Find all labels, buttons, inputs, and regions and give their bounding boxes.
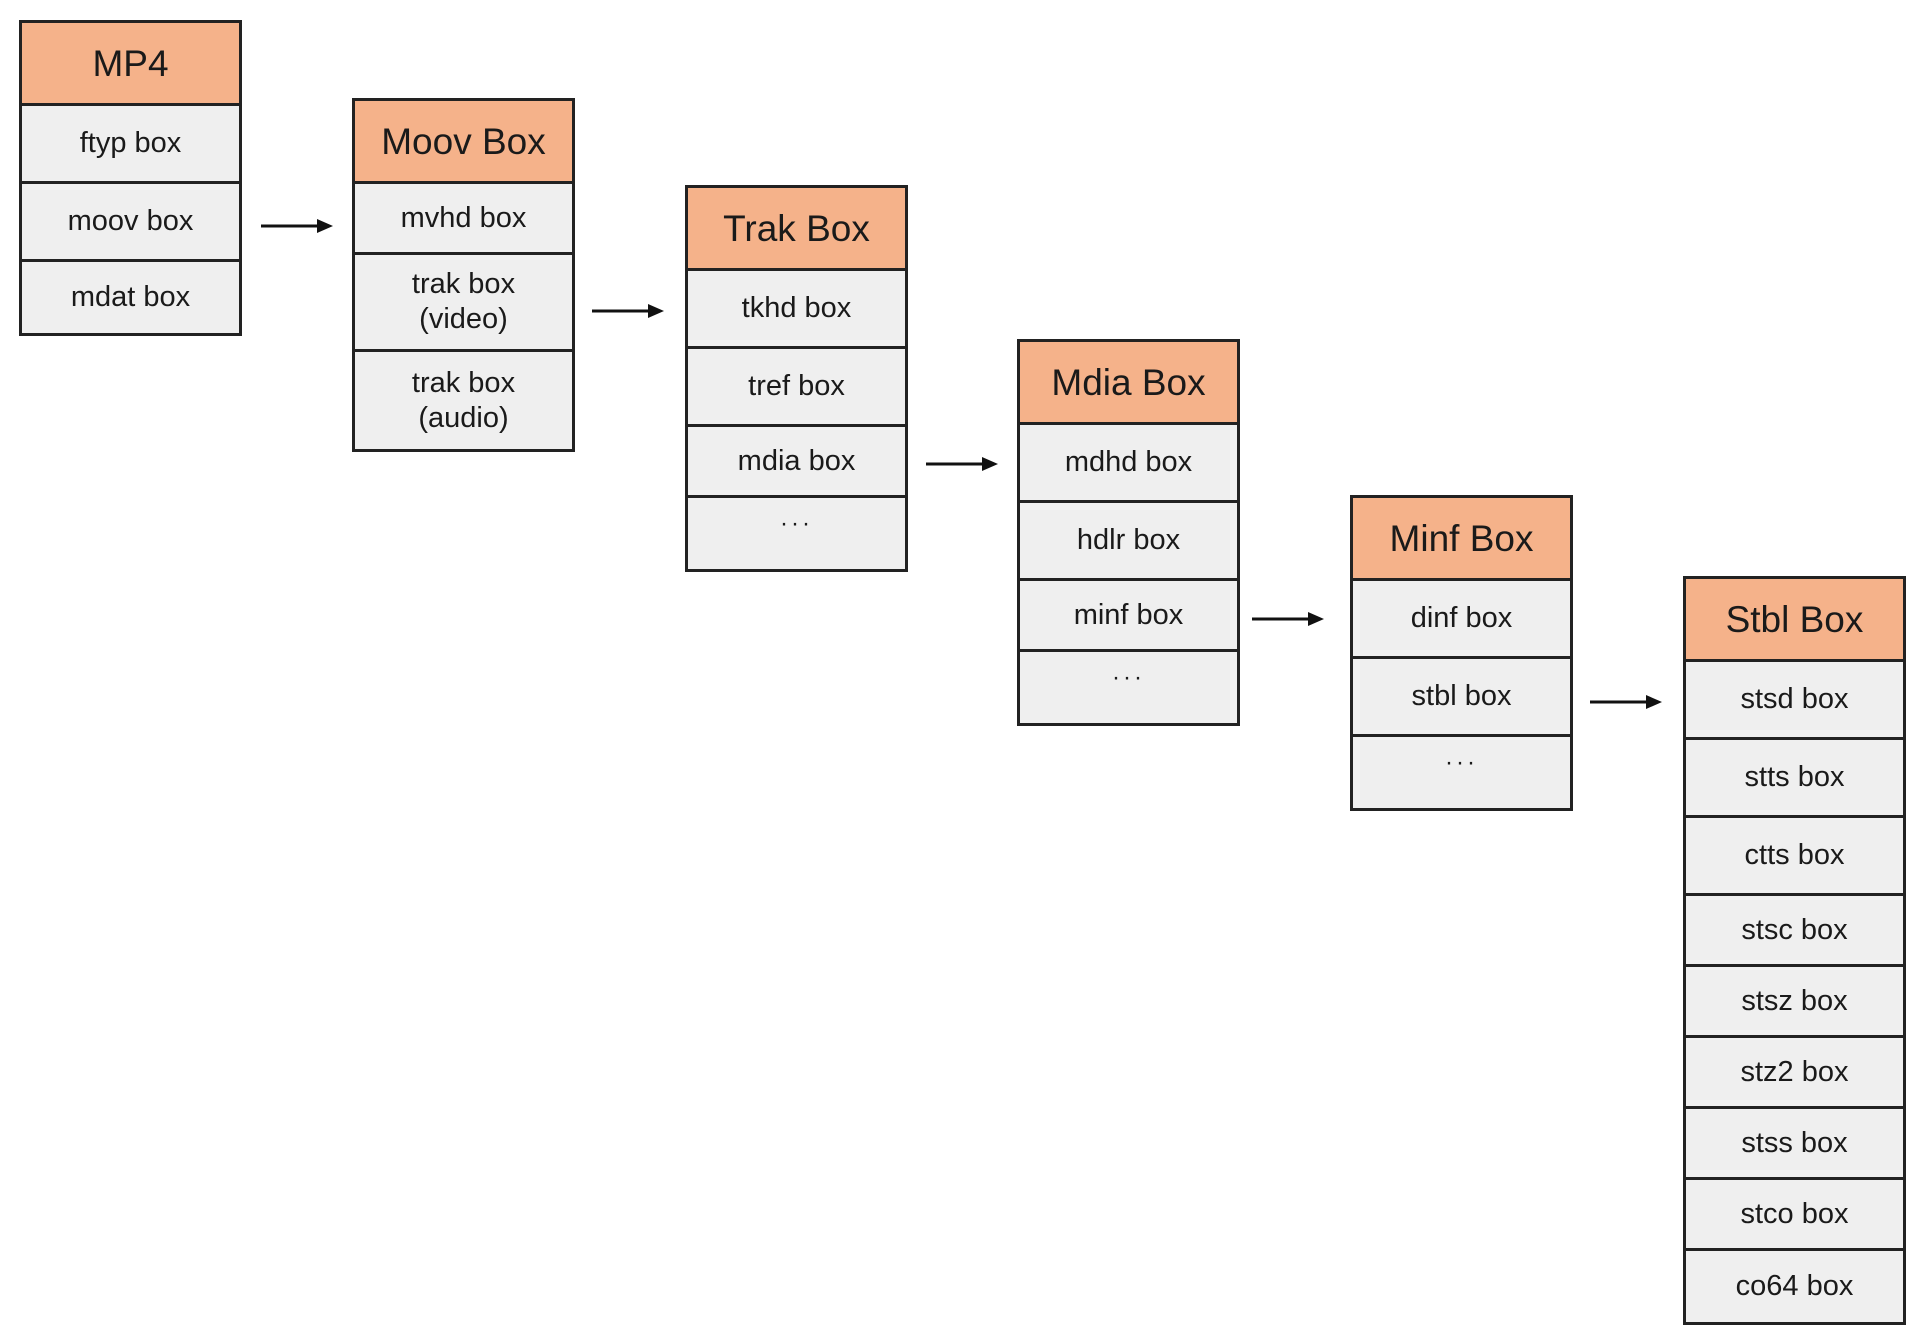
mdat-box-row: mdat box	[22, 262, 239, 333]
arrow-right-icon	[1590, 695, 1662, 709]
stsz-box-row: stsz box	[1686, 967, 1903, 1038]
mdia-box-row: mdia box	[688, 427, 905, 498]
arrow-trak-to-mdia	[926, 455, 998, 473]
stsd-box-row: stsd box	[1686, 662, 1903, 740]
trak-audio-box-row: trak box (audio)	[355, 352, 572, 449]
mdia-header: Mdia Box	[1020, 342, 1237, 425]
trak-more-row: ···	[688, 498, 905, 569]
trak-box: Trak Box tkhd box tref box mdia box ···	[685, 185, 908, 572]
arrow-right-icon	[1252, 612, 1324, 626]
arrow-minf-to-stbl	[1590, 693, 1662, 711]
minf-more-row: ···	[1353, 737, 1570, 808]
stss-box-row: stss box	[1686, 1109, 1903, 1180]
minf-box: Minf Box dinf box stbl box ···	[1350, 495, 1573, 811]
hdlr-box-row: hdlr box	[1020, 503, 1237, 581]
stts-box-row: stts box	[1686, 740, 1903, 818]
stco-box-row: stco box	[1686, 1180, 1903, 1251]
trak-header: Trak Box	[688, 188, 905, 271]
minf-header: Minf Box	[1353, 498, 1570, 581]
mdia-more-row: ···	[1020, 652, 1237, 723]
mvhd-box-row: mvhd box	[355, 184, 572, 255]
arrow-right-icon	[926, 457, 998, 471]
stbl-box: Stbl Box stsd box stts box ctts box stsc…	[1683, 576, 1906, 1325]
mdia-box: Mdia Box mdhd box hdlr box minf box ···	[1017, 339, 1240, 726]
stbl-header: Stbl Box	[1686, 579, 1903, 662]
stz2-box-row: stz2 box	[1686, 1038, 1903, 1109]
dinf-box-row: dinf box	[1353, 581, 1570, 659]
tkhd-box-row: tkhd box	[688, 271, 905, 349]
arrow-moov-to-trak	[592, 302, 664, 320]
moov-header: Moov Box	[355, 101, 572, 184]
stsc-box-row: stsc box	[1686, 896, 1903, 967]
minf-box-row: minf box	[1020, 581, 1237, 652]
arrow-right-icon	[592, 304, 664, 318]
arrow-mdia-to-minf	[1252, 610, 1324, 628]
mdhd-box-row: mdhd box	[1020, 425, 1237, 503]
tref-box-row: tref box	[688, 349, 905, 427]
moov-box-row: moov box	[22, 184, 239, 262]
ftyp-box-row: ftyp box	[22, 106, 239, 184]
ctts-box-row: ctts box	[1686, 818, 1903, 896]
co64-box-row: co64 box	[1686, 1251, 1903, 1322]
moov-box: Moov Box mvhd box trak box (video) trak …	[352, 98, 575, 452]
stbl-box-row: stbl box	[1353, 659, 1570, 737]
mp4-box: MP4 ftyp box moov box mdat box	[19, 20, 242, 336]
mp4-header: MP4	[22, 23, 239, 106]
arrow-right-icon	[261, 219, 333, 233]
arrow-mp4-to-moov	[261, 217, 333, 235]
trak-video-box-row: trak box (video)	[355, 255, 572, 352]
